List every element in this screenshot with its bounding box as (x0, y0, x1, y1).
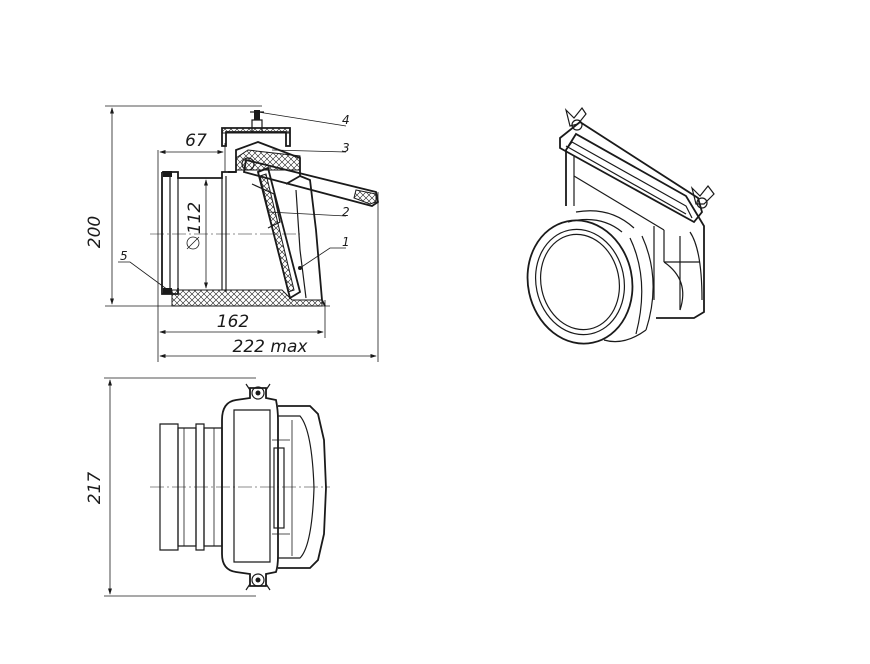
callout-4: 4 (342, 113, 350, 127)
top-view (104, 377, 330, 597)
dim-112-text: 112 (185, 202, 205, 234)
dim-162-text: 162 (217, 312, 249, 332)
callout-1: 1 (342, 235, 350, 249)
dim-222-text: 222 max (233, 337, 309, 357)
section-view (105, 105, 380, 362)
callout-5: 5 (120, 249, 128, 263)
dim-67-text: 67 (185, 131, 207, 151)
callout-3: 3 (342, 141, 350, 155)
callout-2: 2 (342, 205, 350, 219)
dim-200-text: 200 (85, 216, 105, 248)
dim-217-text: 217 (85, 472, 105, 505)
isometric-view (526, 106, 715, 345)
